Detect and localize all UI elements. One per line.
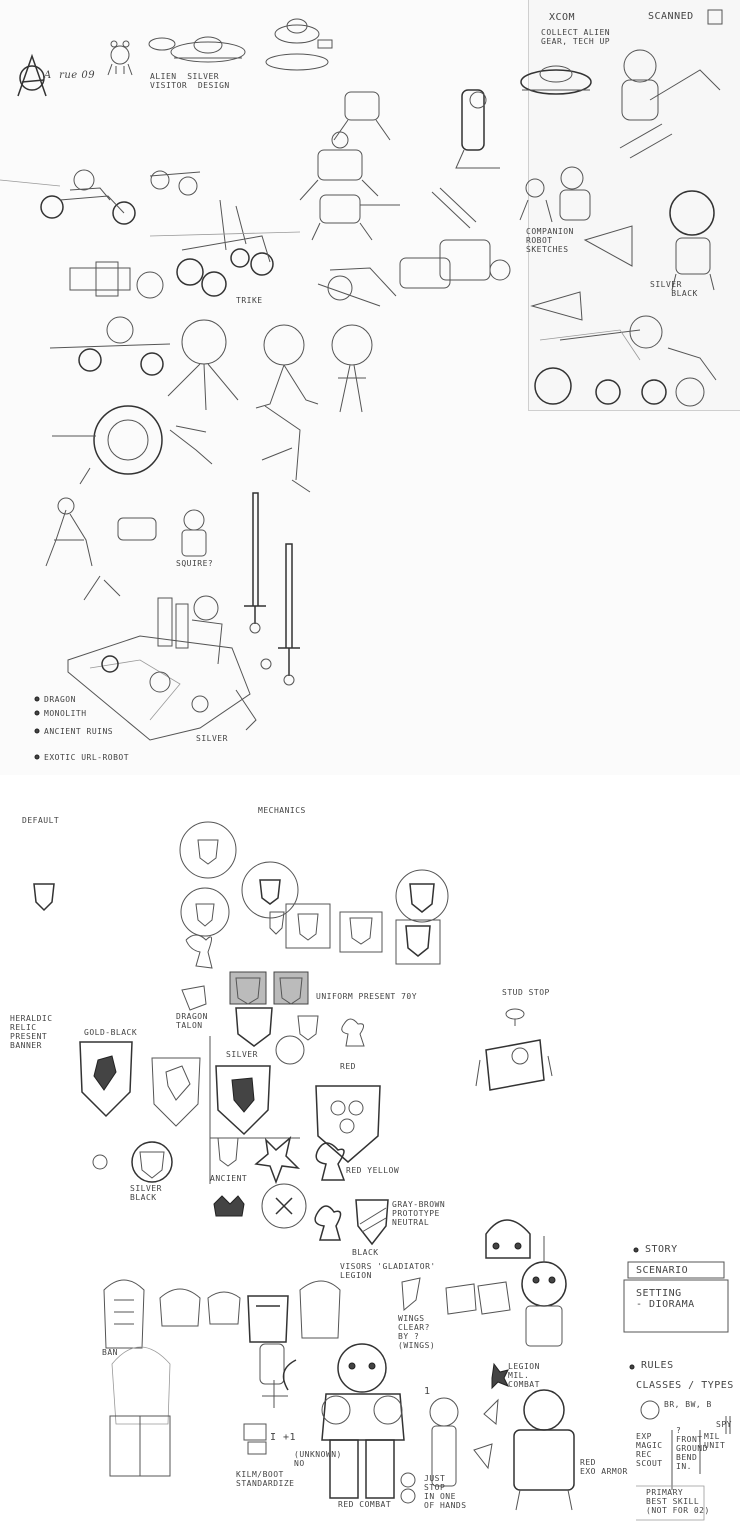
note-classes-sub: BR, BW, B xyxy=(664,1400,712,1409)
bottom-sketch-sheet xyxy=(0,790,740,1528)
list-item-dragon: DRAGON xyxy=(44,695,76,704)
trike-vehicle-sketch xyxy=(0,170,300,298)
note-red-yellow: RED YELLOW xyxy=(346,1166,400,1175)
stud-stop-sketch xyxy=(476,1009,552,1090)
note-red-combat: RED COMBAT xyxy=(338,1500,392,1509)
note-kilm: KILM/BOOT STANDARDIZE xyxy=(236,1470,295,1488)
note-alien: ALIEN SILVER VISITOR DESIGN xyxy=(150,72,230,90)
note-ancient: ANCIENT xyxy=(210,1174,248,1183)
diorama-sketch xyxy=(35,596,256,759)
note-visor: VISORS 'GLADIATOR' LEGION xyxy=(340,1262,436,1280)
note-one: 1 xyxy=(424,1386,431,1397)
note-dragon-talon: DRAGON TALON xyxy=(176,1012,208,1030)
alien-robot-row-sketch xyxy=(50,317,372,492)
note-silver-black: SILVER BLACK xyxy=(650,280,698,298)
note-spy: SPY xyxy=(716,1420,732,1429)
note-gold-black: GOLD-BLACK xyxy=(84,1028,138,1037)
note-story: STORY xyxy=(645,1244,678,1255)
note-unknown: (UNKNOWN) NO xyxy=(294,1450,342,1468)
minifig-sketches xyxy=(401,1364,574,1510)
note-exp: EXP MAGIC REC SCOUT xyxy=(636,1432,663,1468)
note-scanned: SCANNED xyxy=(648,11,694,22)
note-primary: PRIMARY BEST SKILL (NOT FOR 02) xyxy=(646,1488,710,1515)
note-mechanics: MECHANICS xyxy=(258,806,306,815)
squire-sword-sketch xyxy=(46,493,300,685)
list-item-exotic: EXOTIC URL-ROBOT xyxy=(44,753,130,762)
note-stud-stop: STUD STOP xyxy=(502,988,550,997)
note-collect: COLLECT ALIEN GEAR, TECH UP xyxy=(541,28,611,46)
note-squire: SQUIRE? xyxy=(176,559,214,568)
note-wings: WINGS CLEAR? BY ? (WINGS) xyxy=(398,1314,436,1350)
note-silver-black-2: SILVER BLACK xyxy=(130,1184,162,1202)
note-mil: MIL UNIT xyxy=(704,1432,726,1450)
note-xcom: XCOM xyxy=(549,12,576,23)
note-black: BLACK xyxy=(352,1248,379,1257)
xcom-panel-sketch xyxy=(520,10,722,406)
note-uniform: UNIFORM PRESENT 70Y xyxy=(316,992,418,1001)
note-silver-mid: SILVER xyxy=(226,1050,258,1059)
note-trike: TRIKE xyxy=(236,296,263,305)
armored-knight-sketch xyxy=(244,1344,404,1498)
note-default: DEFAULT xyxy=(22,816,60,825)
design-notes-lists xyxy=(624,1248,730,1520)
heraldic-shield-grid xyxy=(80,972,388,1244)
note-red: RED xyxy=(340,1062,356,1071)
note-just: JUST STOP IN ONE OF HANDS xyxy=(424,1474,467,1510)
note-front: ? FRONT GROUND BEND IN. xyxy=(676,1426,708,1471)
note-rules: RULES xyxy=(641,1360,674,1371)
signature: A rue 09 xyxy=(44,70,96,81)
note-heraldic: HERALDIC RELIC PRESENT BANNER xyxy=(10,1014,53,1050)
note-classes: CLASSES / TYPES xyxy=(636,1380,734,1391)
note-setting: SETTING - DIORAMA xyxy=(636,1288,695,1310)
note-ban: BAN xyxy=(102,1348,118,1357)
top-sketch-sheet xyxy=(528,0,740,411)
note-silver: SILVER xyxy=(196,734,228,743)
note-scenario: SCENARIO xyxy=(636,1265,689,1276)
note-gray: GRAY-BROWN PROTOTYPE NEUTRAL xyxy=(392,1200,446,1227)
list-item-monolith: MONOLITH xyxy=(44,709,87,718)
note-i-plus-1: I +1 xyxy=(270,1432,297,1443)
note-red-exo: RED EXO ARMOR xyxy=(580,1458,628,1476)
signature-mark xyxy=(18,56,46,96)
shield-sketches xyxy=(34,822,448,968)
alien-visitor-sketch xyxy=(108,19,332,75)
note-companion: COMPANION ROBOT SKETCHES xyxy=(526,227,574,254)
note-legion: LEGION MIL. COMBAT xyxy=(508,1362,540,1389)
walker-robot-sketch xyxy=(300,90,510,306)
helmet-sketches xyxy=(104,1220,566,1476)
list-item-ancient-ruins: ANCIENT RUINS xyxy=(44,727,114,736)
